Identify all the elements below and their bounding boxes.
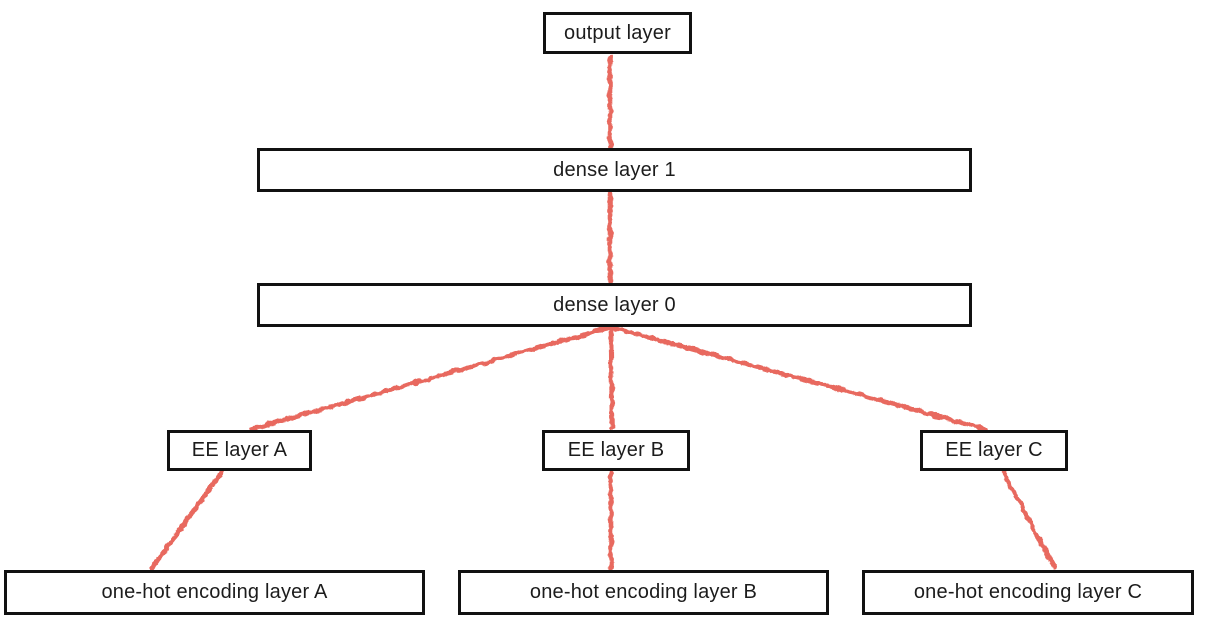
node-ee-layer-c: EE layer C [920, 430, 1068, 471]
edge-eeC-onehotC [1000, 469, 1058, 571]
node-label: one-hot encoding layer B [529, 581, 758, 603]
node-one-hot-c: one-hot encoding layer C [862, 570, 1194, 615]
node-label: EE layer A [191, 439, 288, 461]
edge-eeA-onehotA [149, 469, 225, 571]
node-output-layer: output layer [543, 12, 692, 54]
node-one-hot-a: one-hot encoding layer A [4, 570, 425, 615]
node-dense-layer-0: dense layer 0 [257, 283, 972, 327]
node-ee-layer-b: EE layer B [542, 430, 690, 471]
node-ee-layer-a: EE layer A [167, 430, 312, 471]
node-label: dense layer 1 [553, 158, 676, 181]
edge-dense0-eeB [608, 324, 615, 431]
node-label: one-hot encoding layer A [101, 581, 328, 603]
node-label: dense layer 0 [553, 293, 676, 316]
node-label: EE layer C [945, 439, 1043, 461]
edge-dense0-eeA [249, 324, 614, 432]
node-label: one-hot encoding layer C [913, 581, 1143, 603]
node-one-hot-b: one-hot encoding layer B [458, 570, 829, 615]
node-label: EE layer B [567, 439, 665, 461]
node-dense-layer-1: dense layer 1 [257, 148, 972, 192]
edge-dense0-eeC [608, 324, 988, 432]
node-label: output layer [564, 21, 671, 44]
